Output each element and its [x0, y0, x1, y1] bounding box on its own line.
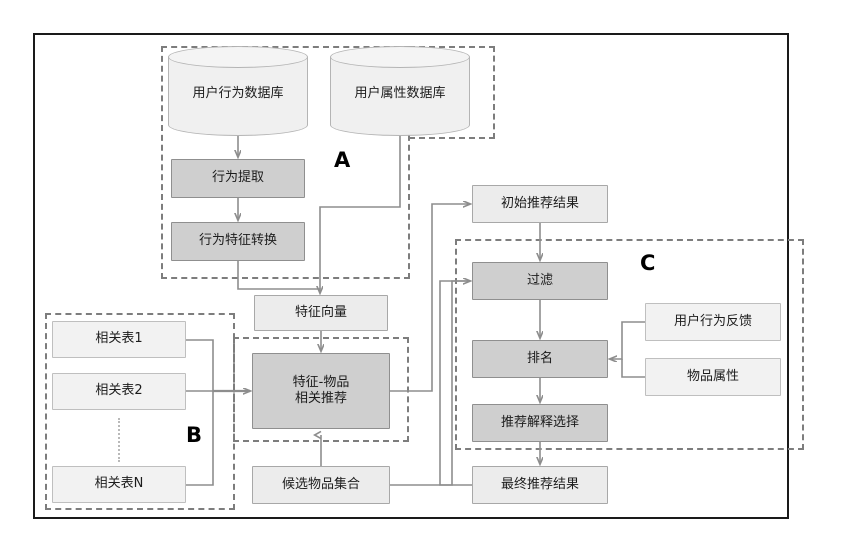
cylinder-body [168, 57, 308, 125]
node-behavior-extract[interactable]: 行为提取 [171, 159, 305, 198]
node-feature-item-recommend-line1: 特征-物品 [292, 374, 350, 390]
database-user-attribute-label: 用户属性数据库 [354, 85, 446, 101]
group-label-b: B [186, 423, 203, 447]
database-user-attribute: 用户属性数据库 [330, 46, 470, 136]
node-user-behavior-feedback[interactable]: 用户行为反馈 [645, 303, 781, 341]
cylinder-top-ellipse [330, 46, 470, 68]
node-final-recommend-result[interactable]: 最终推荐结果 [472, 466, 608, 504]
node-item-attribute[interactable]: 物品属性 [645, 358, 781, 396]
ellipsis-dots [118, 418, 120, 462]
database-user-behavior: 用户行为数据库 [168, 46, 308, 136]
node-feature-item-recommend[interactable]: 特征-物品 相关推荐 [252, 353, 390, 429]
cylinder-body [330, 57, 470, 125]
node-recommend-explain-select[interactable]: 推荐解释选择 [472, 404, 608, 442]
cylinder-top-ellipse [168, 46, 308, 68]
node-feature-item-recommend-line2: 相关推荐 [294, 391, 347, 406]
database-user-behavior-label: 用户行为数据库 [192, 85, 284, 101]
node-related-table-1[interactable]: 相关表1 [52, 321, 186, 358]
node-related-table-n[interactable]: 相关表N [52, 466, 186, 503]
node-filter[interactable]: 过滤 [472, 262, 608, 300]
node-ranking[interactable]: 排名 [472, 340, 608, 378]
node-behavior-feature-transform[interactable]: 行为特征转换 [171, 222, 305, 261]
group-box-a-extension [409, 46, 495, 139]
group-label-a: A [334, 148, 351, 172]
group-label-c: C [640, 251, 656, 275]
node-feature-vector[interactable]: 特征向量 [254, 295, 388, 331]
node-initial-recommend-result[interactable]: 初始推荐结果 [472, 185, 608, 223]
node-related-table-2[interactable]: 相关表2 [52, 373, 186, 410]
node-candidate-item-set[interactable]: 候选物品集合 [252, 466, 390, 504]
